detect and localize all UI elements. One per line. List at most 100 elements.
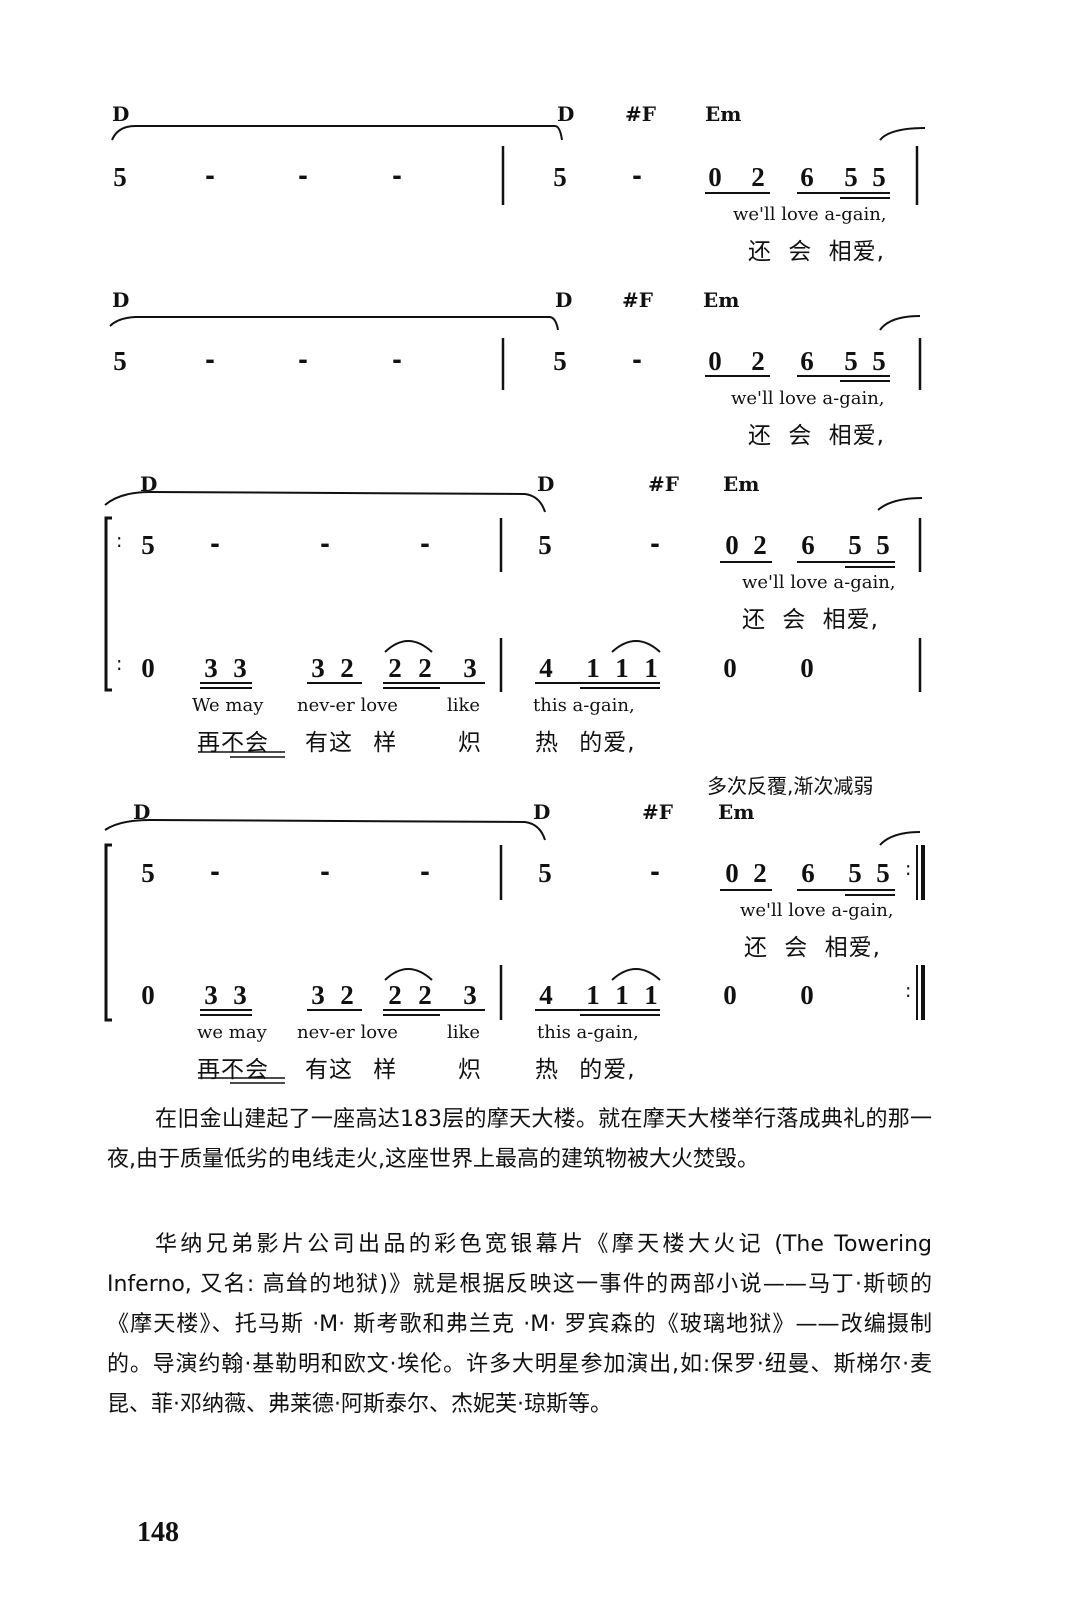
lyric-chinese: 还 会 相爱, [742,607,879,633]
note: 5 [538,858,552,888]
note: 0 [725,858,739,888]
repeat-start-mark: : [116,653,123,675]
system-brace [104,516,112,692]
tie-slur [879,831,921,846]
note: 2 [753,530,767,560]
repeat-start-mark: : [116,530,123,552]
note: 3 [233,980,247,1010]
note: - [320,530,330,558]
note: 1 [644,980,658,1010]
note: 5 [848,858,862,888]
note: 6 [801,530,815,560]
chord: D [112,102,130,126]
lyric-english: we'll love a-gain, [742,572,896,593]
chord: #F [625,102,656,126]
note: - [298,346,308,374]
note: - [392,162,402,190]
note: 0 [725,530,739,560]
note: - [420,858,430,886]
lyric-chinese: 热 的爱, [535,730,636,756]
tie-slur [611,968,661,981]
note: 2 [388,980,402,1010]
tie-slur [104,818,546,841]
chord: D [133,800,151,824]
lyric-english: like [447,1022,481,1043]
note: 6 [801,858,815,888]
note: 5 [141,858,155,888]
tie-slur [111,125,563,141]
note: 2 [751,346,765,376]
lyric-chinese: 有这 样 [305,1057,398,1083]
note: 1 [615,980,629,1010]
lyric-chinese: 有这 样 [305,730,398,756]
note: 5 [872,346,886,376]
note: - [650,530,660,558]
note: 0 [800,653,814,683]
note: - [420,530,430,558]
system-brace [104,843,112,1022]
tie-slur [104,490,546,513]
note: 6 [800,346,814,376]
note: 5 [553,162,567,192]
page-number: 148 [137,1517,179,1548]
tie-slur [384,968,433,981]
note: 0 [141,980,155,1010]
lyric-chinese: 再不会 [197,1057,269,1083]
note: 2 [340,653,354,683]
lyric-english: this a-gain, [533,695,635,716]
chord: Em [718,800,755,824]
note: 5 [113,162,127,192]
lyric-english: We may [192,695,264,716]
note: 5 [844,162,858,192]
repeat-end-mark: : [905,858,912,880]
lyric-chinese: 热 的爱, [535,1057,636,1083]
tie-slur [611,640,661,653]
performance-note: 多次反覆,渐次减弱 [707,774,874,798]
chord: #F [622,288,653,312]
chord: D [533,800,551,824]
body-paragraph: 在旧金山建起了一座高达183层的摩天大楼。就在摩天大楼举行落成典礼的那一夜,由于… [107,1107,932,1172]
note: 4 [539,653,553,683]
note: 3 [233,653,247,683]
chord: D [555,288,573,312]
tie-slur [384,640,433,653]
note: - [632,162,642,190]
note: 5 [872,162,886,192]
chord: #F [648,472,679,496]
lyric-english: nev-er love [297,1022,398,1043]
note: 2 [340,980,354,1010]
note: 5 [844,346,858,376]
note: 0 [723,980,737,1010]
note: 1 [644,653,658,683]
lyric-english: nev-er love [297,695,398,716]
lyric-chinese: 炽 [458,1057,482,1083]
note: 5 [538,530,552,560]
tie-slur [877,497,923,511]
lyric-english: we'll love a-gain, [740,900,894,921]
note: 1 [586,980,600,1010]
repeat-end-mark: : [905,980,912,1002]
note: 1 [586,653,600,683]
note: 5 [113,346,127,376]
note: - [392,346,402,374]
chord: Em [703,288,740,312]
tie-slur [109,316,559,331]
note: - [210,858,220,886]
note: - [205,162,215,190]
note: 5 [876,530,890,560]
lyric-english: we'll love a-gain, [731,388,885,409]
note: 3 [311,980,325,1010]
note: 3 [204,653,218,683]
lyric-english: this a-gain, [537,1022,639,1043]
body-paragraph: 华纳兄弟影片公司出品的彩色宽银幕片《摩天楼大火记 (The Towering I… [107,1232,932,1417]
lyric-english: we may [197,1022,267,1043]
note: 5 [141,530,155,560]
note: 5 [876,858,890,888]
note: - [298,162,308,190]
chord: D [112,288,130,312]
note: 2 [753,858,767,888]
note: - [632,346,642,374]
lyric-chinese: 还 会 相爱, [744,935,881,961]
note: 5 [848,530,862,560]
